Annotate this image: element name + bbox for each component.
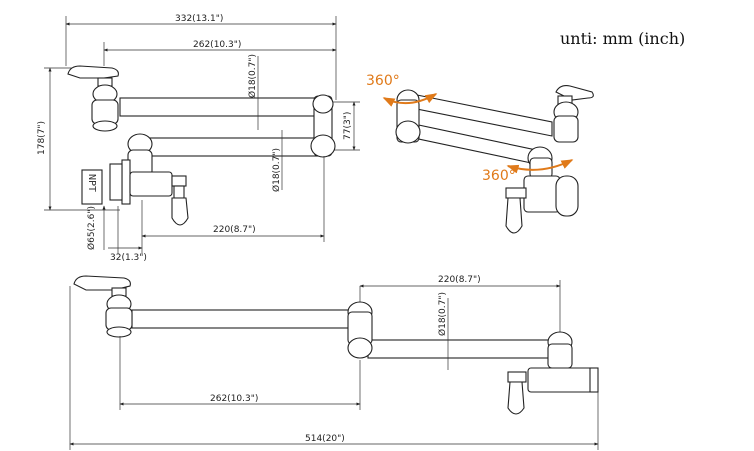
rotation-label-top: 360° bbox=[366, 73, 400, 89]
front-top-handle bbox=[73, 275, 131, 291]
lower-arm-pipe bbox=[147, 137, 325, 157]
rotation-arrow-top bbox=[382, 93, 438, 107]
npt-box bbox=[81, 169, 103, 205]
units-note: unti: mm (inch) bbox=[560, 29, 685, 48]
dim-label-bottom-overall: 514(20") bbox=[305, 434, 345, 444]
dim-label-pipe-dia-lower: Ø18(0.7") bbox=[271, 148, 282, 192]
persp-lower-arm bbox=[413, 123, 537, 165]
top-lever-handle bbox=[67, 65, 119, 79]
front-lower-arm bbox=[367, 339, 553, 359]
persp-wall-plate bbox=[555, 175, 579, 217]
npt-label: NPT bbox=[86, 174, 97, 192]
front-lower-handle bbox=[507, 381, 525, 415]
front-wall-body bbox=[527, 367, 595, 393]
persp-left-swivel bbox=[395, 120, 421, 144]
dim-label-bottom-left-arm: 262(10.3") bbox=[210, 394, 258, 404]
dim-label-lower-arm: 220(8.7") bbox=[213, 225, 256, 235]
front-view: 220(8.7") Ø18(0.7") 262(10.3") bbox=[69, 275, 599, 450]
front-upper-arm bbox=[131, 309, 353, 329]
dim-label-height: 178(7") bbox=[37, 121, 47, 155]
perspective-view: 360° 360° bbox=[366, 73, 594, 234]
dim-label-flange-dia: Ø65(2.6") bbox=[86, 206, 97, 250]
rotation-arrow-bottom bbox=[506, 159, 574, 174]
upper-arm-pipe bbox=[119, 97, 321, 117]
persp-lower-handle bbox=[505, 197, 523, 234]
dim-label-flange-offset: 32(1.3") bbox=[110, 253, 147, 263]
dim-label-overall-width: 332(13.1") bbox=[175, 14, 223, 24]
side-view: 332(13.1") 262(10.3") 178(7") 77(3") Ø18… bbox=[37, 14, 360, 263]
dim-label-bottom-right-arm: 220(8.7") bbox=[438, 275, 481, 285]
rotation-label-bottom: 360° bbox=[482, 168, 516, 184]
dim-label-bottom-pipe-dia: Ø18(0.7") bbox=[437, 292, 448, 336]
lower-lever-handle bbox=[171, 197, 189, 226]
dim-label-arm-length: 262(10.3") bbox=[193, 40, 241, 50]
dim-label-joint-spacing: 77(3") bbox=[343, 112, 353, 140]
wall-flange bbox=[121, 159, 131, 205]
dim-label-pipe-dia-upper: Ø18(0.7") bbox=[247, 54, 258, 98]
